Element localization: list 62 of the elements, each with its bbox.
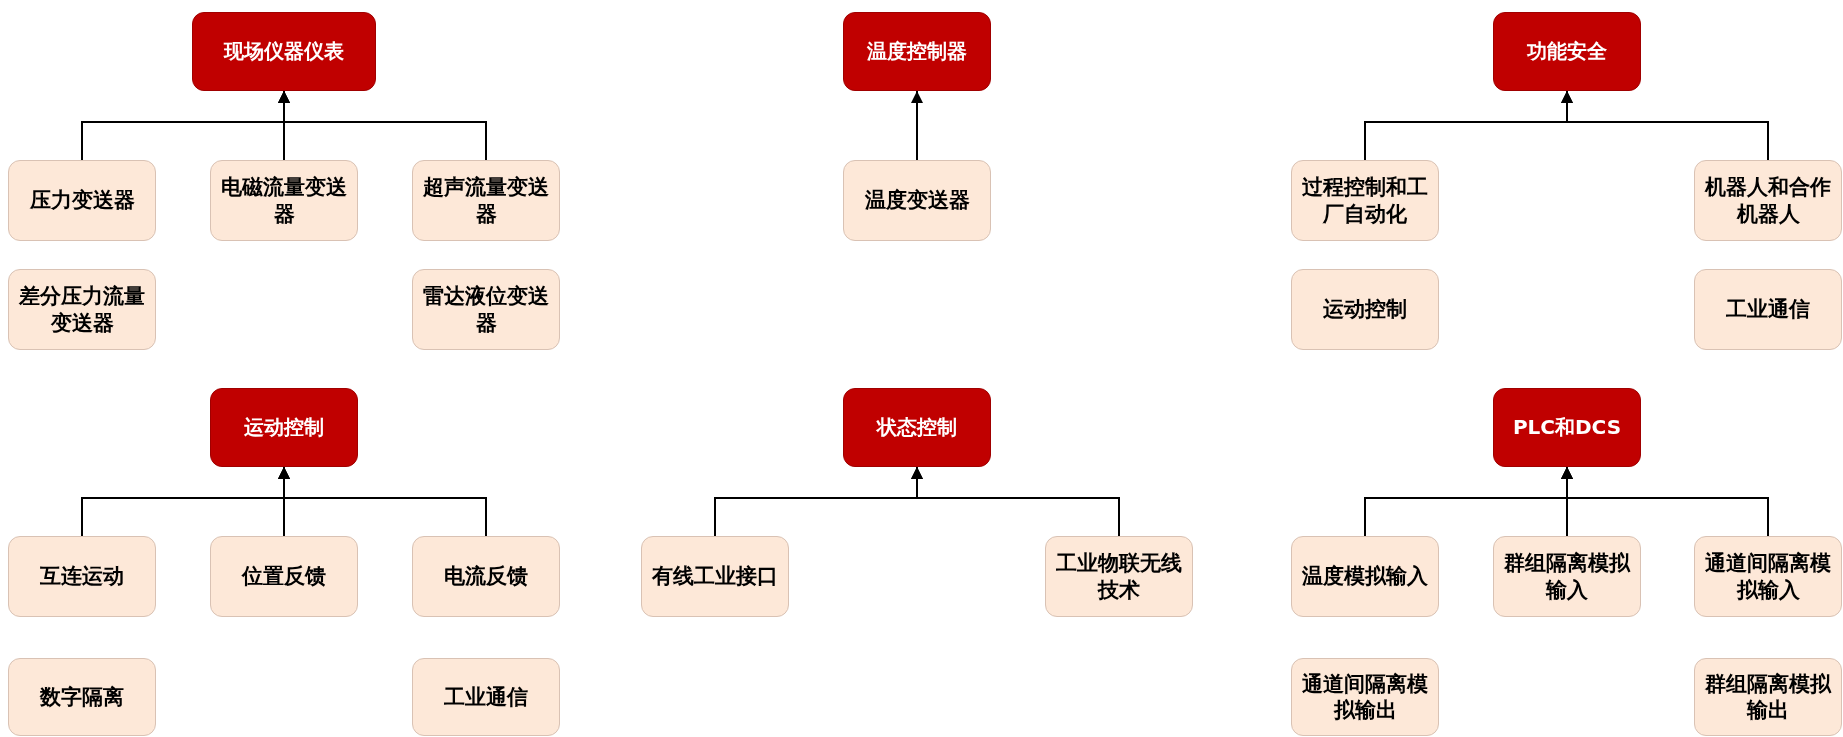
arrow <box>911 466 1120 537</box>
arrow <box>278 90 487 161</box>
node-label: 群组隔离模拟输出 <box>1704 670 1833 724</box>
node-label: 温度控制器 <box>867 39 967 64</box>
item-box <box>1291 160 1439 241</box>
arrow <box>1561 90 1769 161</box>
node-label: 工业通信 <box>444 683 528 711</box>
node-label: 过程控制和工厂自动化 <box>1301 174 1429 227</box>
item-box <box>210 160 358 241</box>
category-box <box>843 388 991 467</box>
node-label: 运动控制 <box>244 415 324 440</box>
item-box <box>412 269 560 350</box>
node-label: 温度模拟输入 <box>1302 563 1428 590</box>
node-label: 电流反馈 <box>444 563 528 590</box>
item-box <box>1291 658 1439 736</box>
node-label: 温度变送器 <box>864 187 970 214</box>
item-box <box>210 536 358 617</box>
arrow <box>911 90 923 161</box>
item-box <box>843 160 991 241</box>
category-box <box>210 388 358 467</box>
node-label: 数字隔离 <box>40 683 124 711</box>
item-box <box>1694 536 1842 617</box>
node-label: 群组隔离模拟输入 <box>1503 550 1632 603</box>
item-box <box>1291 269 1439 350</box>
node-label: 有线工业接口 <box>652 563 778 590</box>
item-box <box>1291 536 1439 617</box>
node-label: 超声流量变送器 <box>422 174 550 227</box>
item-box <box>1694 160 1842 241</box>
item-box <box>1694 658 1842 736</box>
node-label: 工业物联无线技术 <box>1055 550 1183 603</box>
node-label: 通道间隔离模拟输入 <box>1704 550 1832 603</box>
item-box <box>8 160 156 241</box>
node-label: 压力变送器 <box>29 187 135 214</box>
node-label: 差分压力流量变送器 <box>18 283 146 336</box>
node-label: 互连运动 <box>40 563 124 590</box>
node-label: 功能安全 <box>1527 39 1607 64</box>
item-box <box>1493 536 1641 617</box>
node-label: PLC和DCS <box>1512 415 1622 440</box>
node-label: 工业通信 <box>1726 296 1810 323</box>
category-box <box>1493 12 1641 91</box>
item-box <box>1045 536 1193 617</box>
node-label: 机器人和合作机器人 <box>1703 174 1832 227</box>
item-box <box>412 536 560 617</box>
node-label: 运动控制 <box>1323 296 1407 323</box>
node-label: 现场仪器仪表 <box>224 39 344 64</box>
node-label: 状态控制 <box>877 415 957 440</box>
node-label: 雷达液位变送器 <box>422 283 550 336</box>
node-label: 位置反馈 <box>242 563 326 590</box>
item-box <box>8 536 156 617</box>
category-box <box>192 12 376 91</box>
node-label: 电磁流量变送器 <box>220 174 348 227</box>
arrow <box>1561 466 1769 537</box>
node-label: 通道间隔离模拟输出 <box>1301 670 1429 724</box>
item-box <box>8 658 156 736</box>
item-box <box>412 658 560 736</box>
category-box <box>1493 388 1641 467</box>
item-box <box>641 536 789 617</box>
item-box <box>412 160 560 241</box>
arrow <box>278 466 487 537</box>
item-box <box>1694 269 1842 350</box>
item-box <box>8 269 156 350</box>
category-box <box>843 12 991 91</box>
